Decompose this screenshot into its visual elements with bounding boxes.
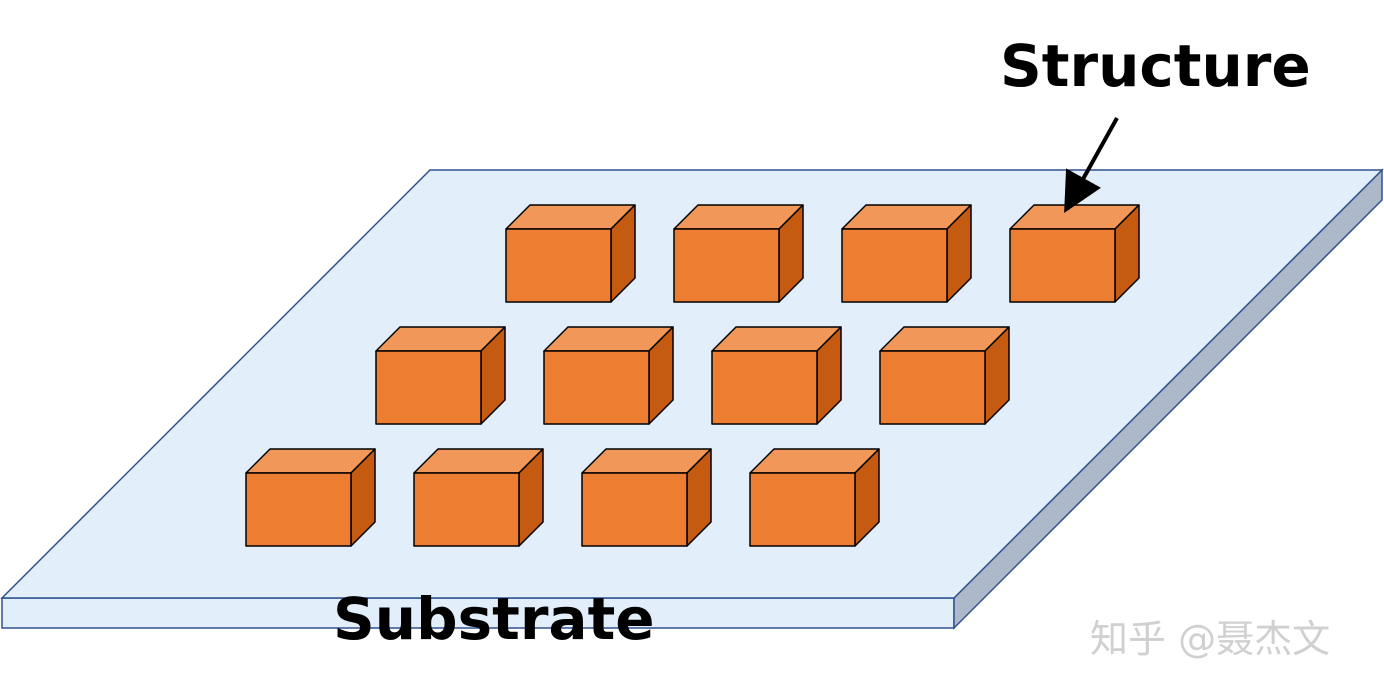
block-front-face <box>879 350 986 425</box>
structure-blocks <box>245 204 1140 547</box>
structure-block <box>375 326 506 425</box>
block-front-face <box>749 472 856 547</box>
watermark: 知乎 @聂杰文 <box>1090 617 1330 661</box>
block-front-face <box>841 228 948 303</box>
structure-arrow <box>1064 117 1119 213</box>
substrate-label: Substrate <box>333 585 655 653</box>
structure-block <box>543 326 674 425</box>
structure-block <box>879 326 1010 425</box>
structure-block <box>505 204 636 303</box>
structure-block <box>841 204 972 303</box>
structure-block <box>581 448 712 547</box>
block-front-face <box>673 228 780 303</box>
block-front-face <box>375 350 482 425</box>
block-front-face <box>711 350 818 425</box>
block-front-face <box>245 472 352 547</box>
block-front-face <box>581 472 688 547</box>
block-front-face <box>543 350 650 425</box>
structure-block <box>245 448 376 547</box>
structure-block <box>673 204 804 303</box>
structure-block <box>749 448 880 547</box>
structure-block <box>413 448 544 547</box>
structure-block <box>1009 204 1140 303</box>
block-front-face <box>1009 228 1116 303</box>
block-front-face <box>413 472 520 547</box>
structure-block <box>711 326 842 425</box>
block-front-face <box>505 228 612 303</box>
structure-label: Structure <box>1000 32 1311 100</box>
